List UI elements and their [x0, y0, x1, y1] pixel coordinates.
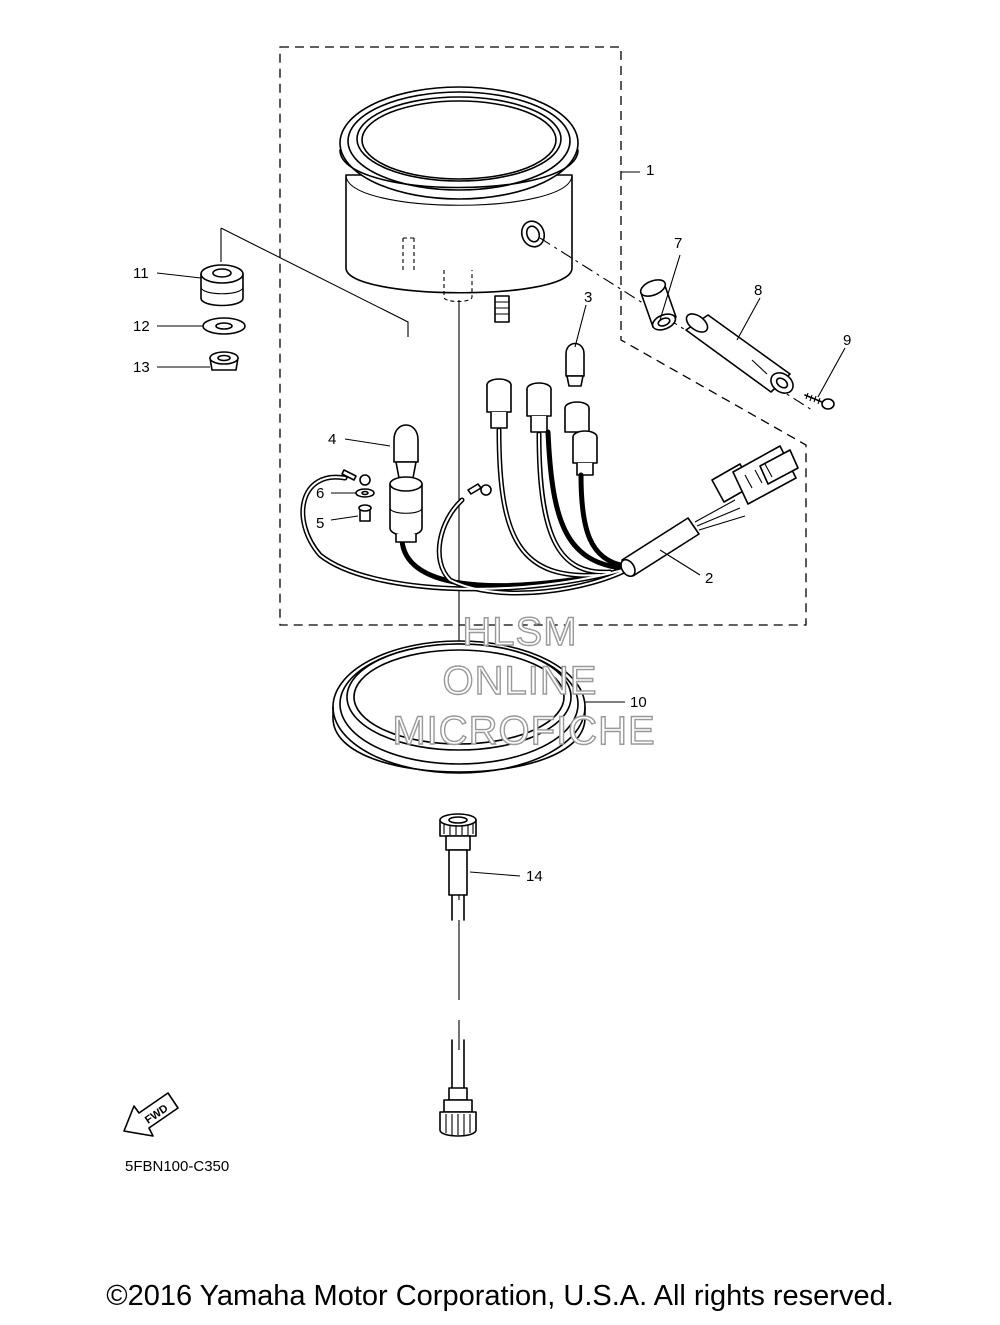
gasket-ring: [332, 640, 586, 774]
socket-a: [486, 378, 512, 429]
watermark-line2: ONLINE: [443, 659, 598, 703]
bulb-large: [393, 424, 419, 479]
meter-housing: [339, 86, 579, 323]
callout-13: 13: [133, 359, 150, 376]
bulb-small: [565, 342, 585, 387]
nut: [209, 351, 239, 371]
callout-8: 8: [754, 282, 762, 299]
callout-7: 7: [674, 235, 682, 252]
callout-3: 3: [584, 289, 592, 306]
copyright-notice: ©2016 Yamaha Motor Corporation, U.S.A. A…: [106, 1280, 894, 1312]
callout-5: 5: [316, 515, 324, 532]
light-tube: [685, 313, 794, 394]
washer: [202, 317, 246, 335]
fwd-arrow: FWD: [123, 1092, 179, 1137]
screw-small: [358, 504, 372, 522]
callout-11: 11: [133, 265, 149, 282]
watermark: HLSM ONLINE MICROFICHE: [392, 609, 656, 753]
watermark-line3: MICROFICHE: [392, 709, 655, 753]
socket-b: [526, 382, 552, 433]
callout-4: 4: [328, 431, 336, 448]
grommet: [200, 264, 244, 307]
callout-1: 1: [646, 162, 654, 179]
callout-10: 10: [630, 694, 647, 711]
assembly-boundary: [279, 46, 807, 626]
harness-connector: [711, 445, 799, 505]
ground-lug: [341, 469, 492, 496]
callout-6: 6: [316, 485, 324, 502]
watermark-line1: HLSM: [462, 610, 577, 654]
screw: [804, 392, 835, 410]
washer-small: [355, 488, 375, 498]
sleeve: [639, 279, 677, 331]
part-code: 5FBN100-C350: [125, 1158, 230, 1175]
callout-2: 2: [705, 570, 713, 587]
callout-14: 14: [526, 868, 543, 885]
leader-lines: [156, 171, 846, 877]
callout-12: 12: [133, 318, 150, 335]
socket-d: [572, 430, 598, 476]
wire-harness: [300, 427, 746, 596]
socket-c: [564, 401, 590, 433]
speedometer-cable: [439, 813, 477, 1137]
callout-9: 9: [843, 332, 851, 349]
bulb-socket: [389, 476, 423, 543]
